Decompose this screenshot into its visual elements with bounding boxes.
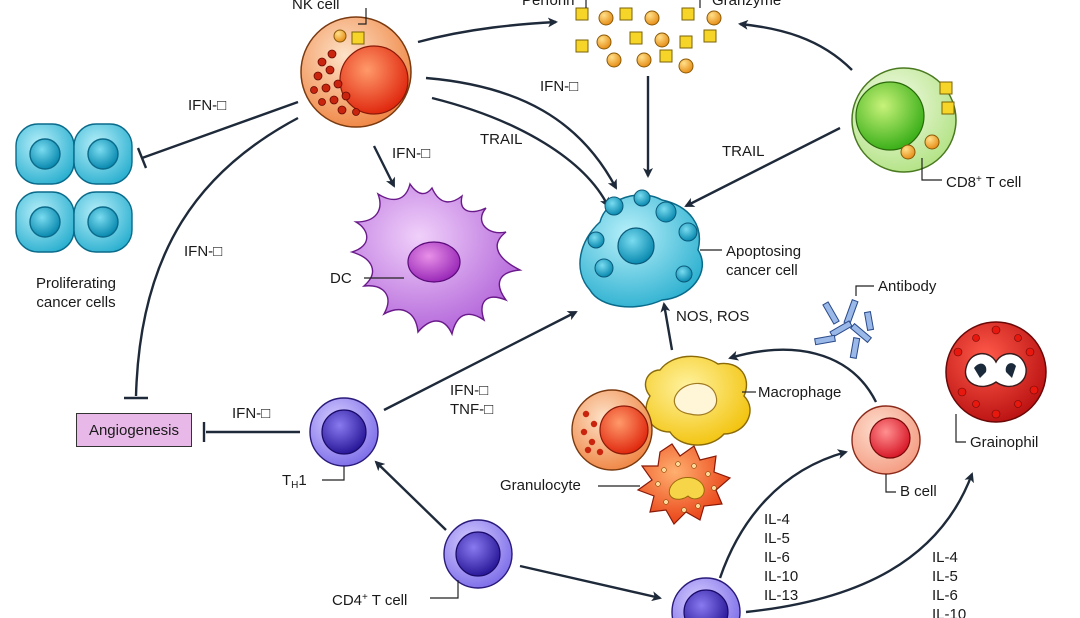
dc-cell-graphic <box>349 182 523 337</box>
cd8-cell-graphic <box>851 67 957 173</box>
pathway-arrows <box>124 17 974 614</box>
grainophil-leader <box>955 414 966 443</box>
antibody-leader <box>855 285 874 296</box>
arrow-nk-to-granules <box>417 17 558 44</box>
cd4-cell-label: CD4+ T cell <box>332 592 408 609</box>
arrow-th1-to-apoptosis <box>383 310 578 412</box>
perforin-granzyme-granules <box>575 7 722 74</box>
granulocyte-label: Granulocyte <box>500 477 581 494</box>
signal-trail-cd8: TRAIL <box>722 143 765 160</box>
perforin-label: Perforin <box>522 0 575 9</box>
signal-ifn-nk-apoptosis: IFN-□ <box>540 78 579 95</box>
th1-label: TH1 <box>282 472 307 491</box>
signal-interleukins-bcell: IL-4 IL-5 IL-6 IL-10 IL-13 <box>764 511 799 604</box>
signal-nos-ros: NOS, ROS <box>676 308 750 325</box>
granulocyte-graphic <box>571 389 732 525</box>
th1-cell-graphic <box>309 397 379 467</box>
macrophage-label: Macrophage <box>758 384 842 401</box>
grainophil-graphic <box>945 321 1047 423</box>
signal-ifn-nk-dc: IFN-□ <box>392 145 431 162</box>
signal-trail-nk: TRAIL <box>480 131 523 148</box>
nk-leader <box>358 8 367 25</box>
arrow-cd4-to-th2 <box>519 564 662 602</box>
inhibit-bar-prolif <box>136 147 148 169</box>
th2-cell-graphic <box>671 577 741 618</box>
arrow-macrophage-to-apoptosis <box>660 302 674 351</box>
proliferating-cells-label: Proliferating cancer cells <box>35 275 117 311</box>
arrow-nk-trail-to-apoptosis <box>431 96 610 208</box>
angiogenesis-label: Angiogenesis <box>88 421 180 439</box>
signal-ifn-nk-proliferating: IFN-□ <box>188 97 227 114</box>
arrow-th2-to-bcell <box>718 449 848 579</box>
antibody-graphic <box>814 299 875 359</box>
apoptosing-cell-graphic <box>579 189 704 308</box>
dc-label: DC <box>330 270 352 287</box>
nk-cell-label: NK cell <box>292 0 340 13</box>
cd8-cell-label: CD8+ T cell <box>946 174 1022 191</box>
arrow-bcell-to-macrophage <box>728 348 878 403</box>
proliferating-cells-graphic <box>15 123 133 253</box>
arrow-nk-ifn-to-apoptosis <box>425 76 618 190</box>
arrow-nk-to-dc <box>372 145 396 188</box>
signal-interleukins-grainophil: IL-4 IL-5 IL-6 IL-10 <box>932 549 967 618</box>
signal-ifn-th1-angiogenesis: IFN-□ <box>232 405 271 422</box>
arrow-cd8-trail-to-apoptosis <box>684 126 841 208</box>
inhibit-nk-angio <box>134 116 299 397</box>
bcell-leader <box>885 474 896 493</box>
b-cell-label: B cell <box>900 483 937 500</box>
angiogenesis-box: Angiogenesis <box>76 413 192 447</box>
arrow-cd8-to-granules <box>738 19 853 71</box>
apoptosing-cell-label: Apoptosing cancer cell <box>726 243 802 279</box>
th1-leader <box>322 466 345 481</box>
b-cell-graphic <box>851 405 921 475</box>
antibody-label: Antibody <box>878 278 937 295</box>
signal-ifn-angiogenesis: IFN-□ <box>184 243 223 260</box>
arrow-cd4-to-th1 <box>374 460 447 531</box>
cd4-cell-graphic <box>443 519 513 589</box>
macrophage-graphic <box>644 355 751 446</box>
grainophil-label: Grainophil <box>970 434 1039 451</box>
granzyme-label: Granzyme <box>712 0 782 9</box>
inhibit-nk-prolif <box>141 100 299 160</box>
arrow-th2-to-grainophil <box>745 472 974 614</box>
nk-cell-graphic <box>300 16 412 128</box>
signal-ifn-tnf-th1: IFN-□ TNF-□ <box>450 382 494 418</box>
cd8-leader <box>921 158 942 181</box>
cd4-leader <box>430 580 459 599</box>
